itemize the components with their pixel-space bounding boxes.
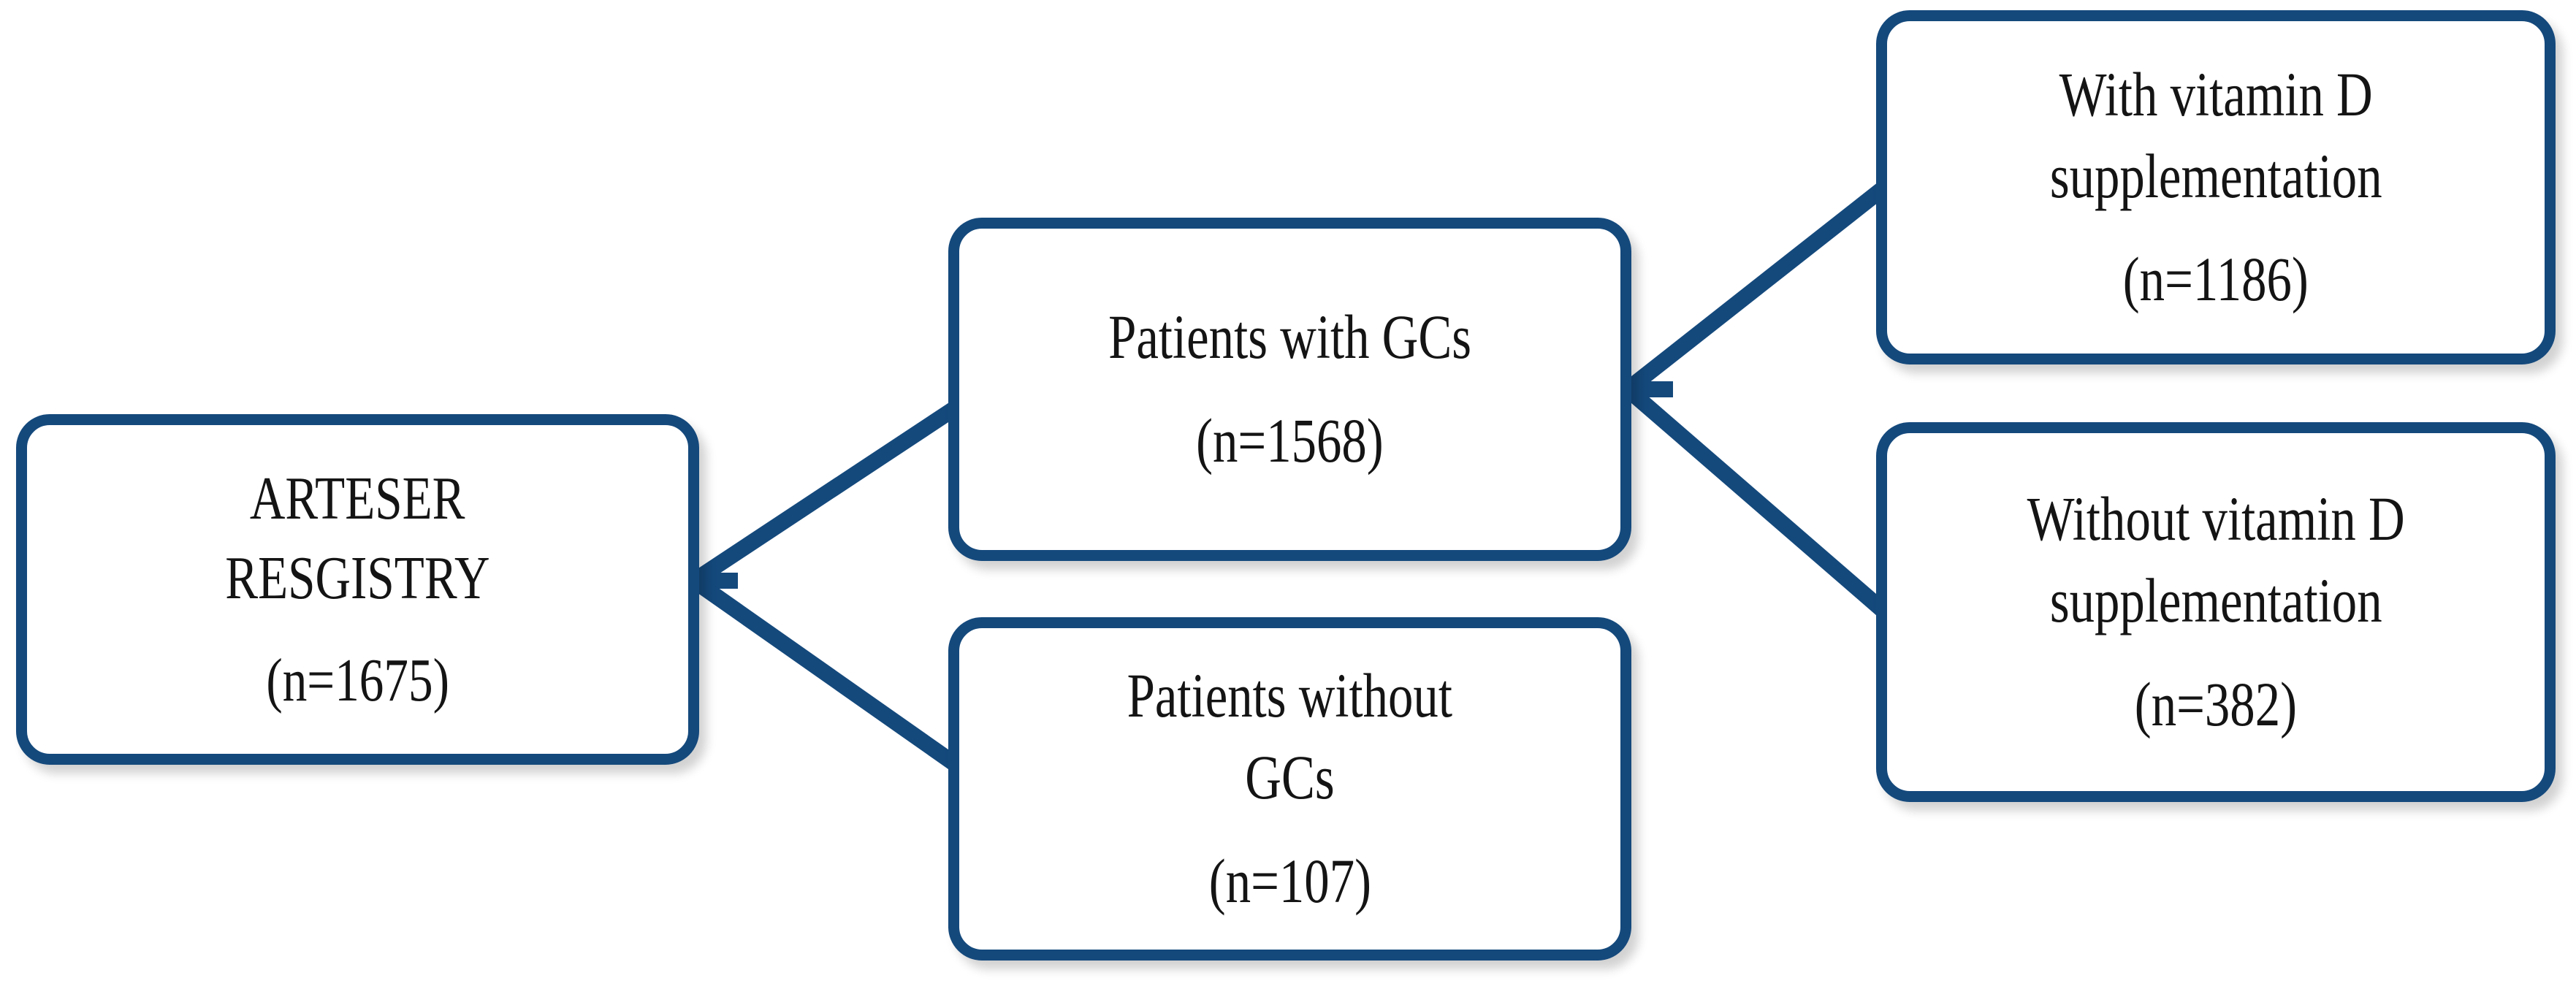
connector-with-gcs-to-with-vitd [1623, 180, 1890, 396]
node-with-vitamin-d-line1: With vitamin D [2059, 58, 2373, 129]
node-patients-with-gcs[interactable]: Patients with GCs (n=1568) [948, 218, 1631, 561]
node-without-vitamin-d-line1: Without vitamin D [2027, 484, 2405, 554]
node-without-vitamin-d-count: (n=382) [2134, 668, 2298, 739]
node-arteser-registry-count: (n=1675) [266, 646, 449, 714]
node-without-vitamin-d-supplementation[interactable]: Without vitamin D supplementation (n=382… [1876, 422, 2556, 802]
node-patients-without-gcs-line2: GCs [1245, 742, 1335, 813]
connector-registry-to-without-gcs [689, 574, 962, 772]
connector-registry-to-with-gcs [689, 400, 962, 588]
node-patients-without-gcs-line1: Patients without [1127, 660, 1453, 731]
node-patients-without-gcs-count: (n=107) [1208, 845, 1371, 916]
connector-with-gcs-to-without-vitd [1622, 383, 1891, 619]
node-patients-with-gcs-count: (n=1568) [1196, 405, 1384, 476]
node-arteser-registry-line1: ARTESER [250, 465, 465, 533]
node-arteser-registry[interactable]: ARTESER RESGISTRY (n=1675) [16, 414, 699, 765]
node-patients-without-gcs[interactable]: Patients without GCs (n=107) [948, 617, 1631, 961]
node-with-vitamin-d-count: (n=1186) [2122, 244, 2309, 315]
node-without-vitamin-d-line2: supplementation [2049, 565, 2382, 636]
node-patients-with-gcs-line1: Patients with GCs [1108, 302, 1471, 373]
node-with-vitamin-d-supplementation[interactable]: With vitamin D supplementation (n=1186) [1876, 10, 2556, 364]
node-with-vitamin-d-line2: supplementation [2049, 140, 2382, 211]
node-arteser-registry-line2: RESGISTRY [225, 544, 490, 613]
